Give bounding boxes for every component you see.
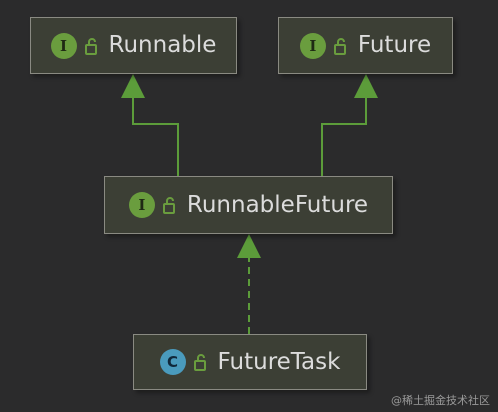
node-label: RunnableFuture [186, 191, 369, 218]
interface-badge-icon: I [50, 32, 77, 59]
node-label: Runnable [108, 32, 217, 58]
edge-runnablefuture-to-runnable [132, 98, 179, 176]
unlocked-padlock-icon [193, 354, 206, 371]
unlocked-padlock-icon [162, 197, 175, 214]
watermark: @稀土掘金技术社区 [391, 394, 490, 407]
node-label: FutureTask [217, 348, 341, 375]
class-badge-icon: C [159, 349, 186, 375]
node-runnable[interactable]: I Runnable [30, 17, 237, 74]
node-label: Future [357, 32, 432, 58]
arrowhead-runnable [121, 74, 145, 98]
interface-badge-icon: I [128, 192, 155, 218]
arrowhead-runnablefuture [237, 234, 261, 258]
node-runnablefuture[interactable]: I RunnableFuture [104, 176, 393, 234]
node-futuretask[interactable]: C FutureTask [133, 334, 367, 390]
unlocked-padlock-icon [84, 37, 97, 55]
arrowhead-future [354, 74, 378, 98]
node-future[interactable]: I Future [278, 17, 453, 74]
unlocked-padlock-icon [333, 37, 346, 55]
interface-badge-icon: I [299, 32, 326, 59]
edge-runnablefuture-to-future [321, 98, 367, 176]
